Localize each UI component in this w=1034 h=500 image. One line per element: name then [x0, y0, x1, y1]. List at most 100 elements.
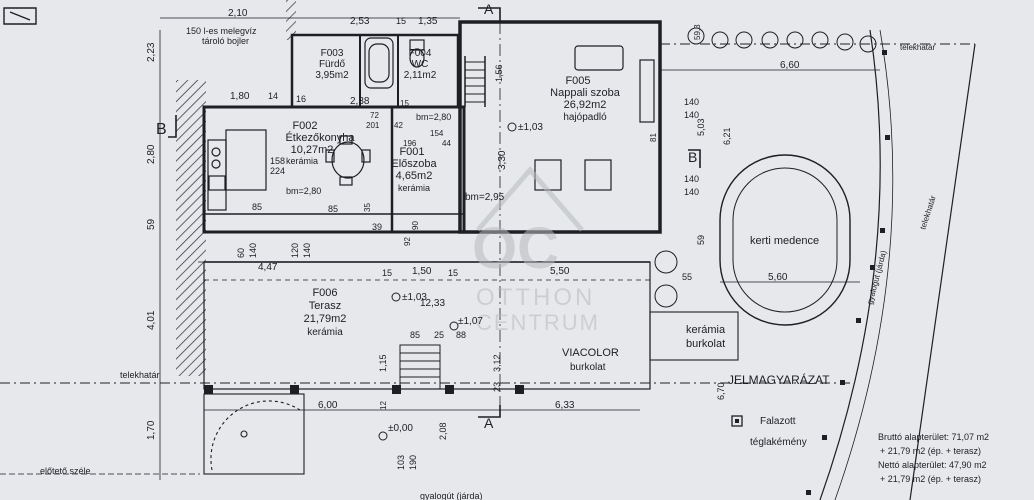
dim: 1,70 — [146, 420, 157, 440]
ceramic-pavement — [649, 311, 739, 361]
dim: 72 — [370, 111, 379, 120]
room-name: Terasz — [309, 300, 341, 312]
dim: 3,12 — [492, 354, 502, 372]
dim: 140 — [248, 243, 258, 258]
chimney-symbol — [731, 415, 743, 427]
dim: 81 — [649, 133, 658, 142]
dim: 12,33 — [420, 298, 445, 309]
room-area: 4,65m2 — [396, 170, 433, 182]
room-area: 26,92m2 — [564, 99, 607, 111]
dim: 6,60 — [780, 60, 800, 71]
dim: 6,00 — [318, 400, 338, 411]
footpath-bottom-label: gyalogút (járda) — [420, 491, 483, 500]
dim: 14 — [268, 91, 278, 101]
hedge — [654, 27, 877, 308]
section-b-right: B — [688, 149, 697, 165]
toilet — [409, 39, 425, 68]
level-103b: ±1,03 — [402, 292, 427, 303]
dim: 92 — [403, 237, 412, 246]
dim: 15 — [400, 99, 409, 108]
dim: 59 — [146, 218, 157, 230]
room-f006: F006 Terasz 21,79m2 kerámia — [304, 287, 347, 338]
dim: 140 — [302, 243, 312, 258]
footpath-curve — [819, 29, 881, 500]
stairs-interior — [465, 61, 485, 103]
dim: 201 — [366, 121, 380, 130]
dim: 90 — [411, 221, 420, 230]
kitchen-counter — [207, 129, 267, 211]
room-f005: F005 Nappali szoba 26,92m2 hajópadló — [550, 75, 621, 123]
bathtub — [364, 37, 394, 89]
dim: 85 — [328, 204, 338, 214]
room-floor: kerámia — [398, 183, 430, 193]
fence-posts — [806, 50, 890, 495]
watermark: OC OTTHON CENTRUM — [472, 166, 600, 335]
terrace-stairs — [399, 344, 441, 390]
room-area: 21,79m2 — [304, 313, 347, 325]
dim: 6,33 — [555, 400, 575, 411]
neighbor-wall-hatch-top — [286, 0, 296, 40]
dim: 44 — [442, 139, 451, 148]
dim: 6,21 — [722, 127, 732, 145]
dim: 1,50 — [412, 266, 432, 277]
dim: 55 — [682, 272, 692, 282]
chimney-symbol-inner — [735, 419, 739, 423]
room-name: Fürdő — [319, 59, 346, 70]
dim: 39 — [372, 222, 382, 232]
north-arrow — [3, 7, 37, 25]
room-name: Előszoba — [391, 158, 437, 170]
dim: 42 — [394, 121, 403, 130]
dim: 35 — [363, 203, 372, 212]
boundary-top-label: telekhatár — [900, 43, 935, 52]
dim: 59,3 — [693, 24, 702, 40]
room-floor: kerámia — [286, 156, 318, 166]
level-103a: ±1,03 — [518, 122, 543, 133]
dim: 25 — [434, 330, 444, 340]
room-area: 10,27m2 — [291, 144, 334, 156]
watermark-line2: CENTRUM — [476, 310, 600, 335]
section-b-left: B — [156, 121, 167, 138]
garden-pool — [719, 154, 851, 326]
legend-item-1: Falazott — [760, 416, 796, 427]
room-floor: hajópadló — [563, 112, 607, 123]
section-a-bottom: A — [484, 415, 494, 431]
dim: 2,10 — [228, 8, 248, 19]
section-line-b — [168, 115, 701, 168]
room-f001: F001 Előszoba 4,65m2 kerámia — [391, 146, 437, 193]
room-name: WC — [412, 59, 429, 70]
dim: 60 — [236, 248, 246, 258]
room-area: 2,11m2 — [404, 70, 437, 81]
section-a-top: A — [484, 1, 494, 17]
room-f002: F002 Étkezőkonyha 10,27m2 kerámia — [285, 120, 355, 166]
dim: 2,23 — [146, 42, 157, 62]
bm-295: bm=2,95 — [465, 192, 505, 203]
dim: 1,15 — [378, 354, 388, 372]
dim: 224 — [270, 166, 285, 176]
bm-280b: bm=2,80 — [286, 186, 321, 196]
dim: 120 — [290, 243, 300, 258]
dim: 5,60 — [768, 272, 788, 283]
gross-area-2: + 21,79 m2 (ép. + terasz) — [880, 446, 981, 456]
dim: 85 — [252, 202, 262, 212]
dim: 2,08 — [438, 422, 448, 440]
dim: 15 — [448, 268, 458, 278]
legend-title: JELMAGYARÁZAT — [728, 372, 830, 387]
watermark-line1: OTTHON — [476, 284, 595, 311]
dim: 140 — [684, 97, 699, 107]
ceramic-label-1: kerámia — [686, 324, 726, 336]
net-area-1: Nettó alapterület: 47,90 m2 — [878, 460, 987, 470]
legend-item-2: téglakémény — [750, 437, 807, 448]
dim: 6,70 — [716, 382, 726, 400]
dim: 3,30 — [497, 150, 508, 170]
level-000: ±0,00 — [388, 423, 413, 434]
dim: 140 — [684, 110, 699, 120]
room-code: F003 — [321, 48, 344, 59]
dim: 2,38 — [350, 96, 370, 107]
bm-280a: bm=2,80 — [416, 112, 451, 122]
dim: 1,56 — [494, 64, 504, 82]
boundary-left-label: telekhatár — [120, 370, 160, 380]
dim: 103 — [396, 455, 406, 470]
viacolor-label-2: burkolat — [570, 362, 606, 373]
